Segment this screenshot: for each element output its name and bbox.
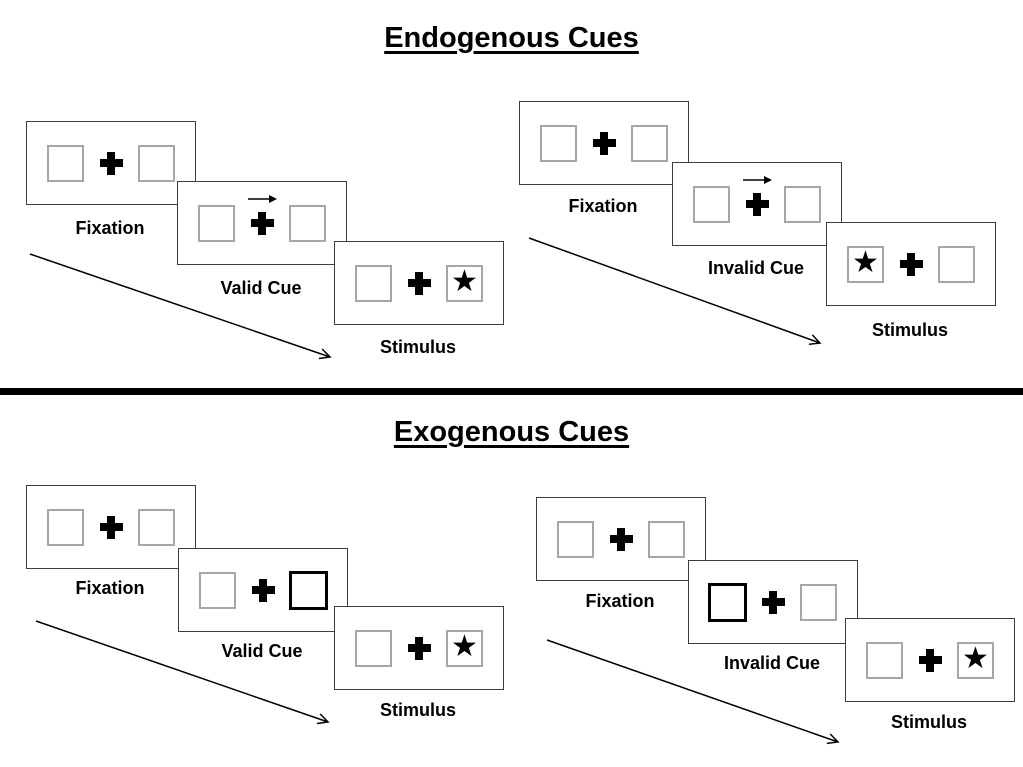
panel-center (589, 102, 619, 184)
left-placeholder-box (693, 185, 730, 223)
endogenous-valid-cue-label: Valid Cue (220, 278, 302, 298)
section-divider (0, 388, 1023, 395)
stimulus-star-icon: ★ (962, 641, 989, 676)
exogenous-invalid-cue-label: Invalid Cue (723, 653, 821, 673)
fixation-cross-icon (407, 271, 431, 295)
endogenous-invalid-fixation-panel (519, 101, 689, 185)
left-placeholder-box (47, 508, 84, 546)
endogenous-invalid-stimulus-label: Stimulus (871, 320, 948, 340)
right-placeholder-box: ★ (446, 264, 483, 302)
sequence-arrow-exogenous-valid (35, 620, 330, 725)
right-placeholder-box (138, 508, 175, 546)
panel-center (758, 561, 788, 643)
panel-center (742, 163, 772, 245)
fixation-cross-icon (99, 515, 123, 539)
endogenous-invalid-stimulus-panel: ★ (826, 222, 996, 306)
cue-arrow-icon (248, 195, 277, 203)
endogenous-valid-fixation-label: Fixation (75, 218, 145, 238)
fixation-cross-icon (251, 578, 275, 602)
fixation-cross-icon (99, 151, 123, 175)
right-placeholder-box: ★ (446, 629, 483, 667)
panel-center (606, 498, 636, 580)
sequence-arrow-exogenous-invalid (546, 639, 840, 745)
right-placeholder-box (938, 245, 975, 283)
endogenous-valid-stimulus-label: Stimulus (379, 337, 456, 357)
exogenous-invalid-stimulus-panel: ★ (845, 618, 1015, 702)
right-placeholder-box (631, 124, 668, 162)
endogenous-valid-fixation-panel (26, 121, 196, 205)
right-placeholder-box (289, 204, 326, 242)
stimulus-star-icon: ★ (451, 629, 478, 664)
left-placeholder-box (557, 520, 594, 558)
left-placeholder-box (355, 264, 392, 302)
fixation-cross-icon (918, 648, 942, 672)
panel-center (404, 607, 434, 689)
left-placeholder-box (199, 571, 236, 609)
panel-center (896, 223, 926, 305)
endogenous-valid-cue-panel (177, 181, 347, 265)
stimulus-star-icon: ★ (451, 264, 478, 299)
right-placeholder-box (648, 520, 685, 558)
exogenous-section-title: Exogenous Cues (393, 416, 630, 448)
panel-center (247, 182, 277, 264)
right-placeholder-box-cued (289, 570, 328, 610)
left-placeholder-box-cued (708, 582, 747, 622)
left-placeholder-box: ★ (847, 245, 884, 283)
exogenous-valid-stimulus-panel: ★ (334, 606, 504, 690)
panel-center (404, 242, 434, 324)
exogenous-valid-cue-panel (178, 548, 348, 632)
left-placeholder-box (355, 629, 392, 667)
exogenous-invalid-fixation-label: Fixation (585, 591, 655, 611)
fixation-cross-icon (592, 131, 616, 155)
exogenous-invalid-cue-panel (688, 560, 858, 644)
fixation-cross-icon (745, 192, 769, 216)
panel-center (248, 549, 278, 631)
endogenous-section-title: Endogenous Cues (384, 22, 639, 54)
right-placeholder-box (800, 583, 837, 621)
left-placeholder-box (198, 204, 235, 242)
sequence-arrow-endogenous-invalid (528, 237, 822, 346)
fixation-cross-icon (250, 211, 274, 235)
fixation-cross-icon (761, 590, 785, 614)
fixation-cross-icon (899, 252, 923, 276)
exogenous-valid-fixation-panel (26, 485, 196, 569)
endogenous-invalid-cue-panel (672, 162, 842, 246)
exogenous-valid-fixation-label: Fixation (75, 578, 145, 598)
panel-center (915, 619, 945, 701)
endogenous-invalid-fixation-label: Fixation (568, 196, 638, 216)
panel-center (96, 122, 126, 204)
fixation-cross-icon (609, 527, 633, 551)
right-placeholder-box: ★ (957, 641, 994, 679)
cue-arrow-icon (743, 176, 772, 184)
exogenous-valid-cue-label: Valid Cue (221, 641, 303, 661)
left-placeholder-box (866, 641, 903, 679)
endogenous-invalid-cue-label: Invalid Cue (707, 258, 805, 278)
left-placeholder-box (540, 124, 577, 162)
left-placeholder-box (47, 144, 84, 182)
exogenous-invalid-fixation-panel (536, 497, 706, 581)
panel-center (96, 486, 126, 568)
sequence-arrow-endogenous-valid (29, 253, 332, 360)
exogenous-valid-stimulus-label: Stimulus (379, 700, 456, 720)
fixation-cross-icon (407, 636, 431, 660)
exogenous-invalid-stimulus-label: Stimulus (890, 712, 967, 732)
stimulus-star-icon: ★ (852, 245, 879, 280)
right-placeholder-box (784, 185, 821, 223)
endogenous-valid-stimulus-panel: ★ (334, 241, 504, 325)
right-placeholder-box (138, 144, 175, 182)
